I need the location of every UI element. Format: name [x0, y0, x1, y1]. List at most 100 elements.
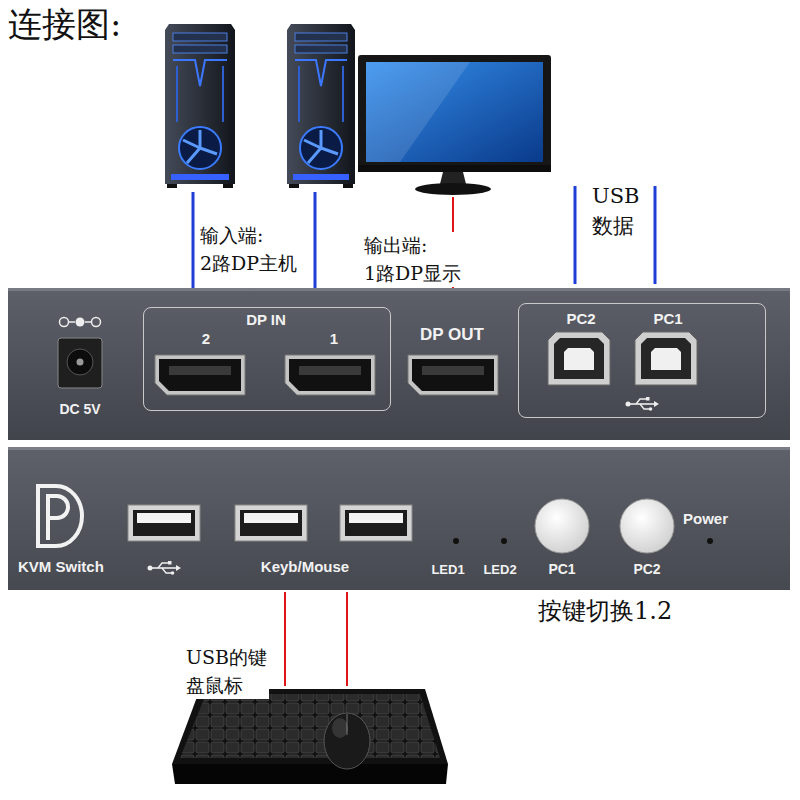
- monitor: [440, 172, 466, 184]
- push-button: [535, 499, 589, 553]
- dp-port: [155, 355, 245, 395]
- text-slot: 输出端: 1路DP显示: [362, 232, 463, 287]
- usb-symbol: [168, 561, 172, 565]
- usb-symbol: [152, 567, 176, 569]
- pc-tower: [167, 184, 177, 188]
- text-slot: PC1: [548, 560, 575, 578]
- usb-a-port: [128, 505, 200, 541]
- usb-a-port: [133, 510, 195, 536]
- back-panel: [8, 288, 790, 440]
- usb-symbol: [646, 397, 650, 401]
- pc-tower: [299, 66, 343, 122]
- dp-port: [299, 366, 361, 375]
- keyboard: [180, 694, 440, 758]
- front-panel: [8, 447, 790, 590]
- usb-symbol: [654, 401, 659, 407]
- monitor: [366, 62, 470, 162]
- text-slot: USB的键 盘鼠标: [184, 644, 269, 699]
- dp-logo: [38, 486, 82, 546]
- dc-jack: [69, 321, 91, 323]
- pc-tower: [295, 60, 347, 86]
- usb-b-port: [548, 332, 610, 385]
- pc-tower: [304, 130, 338, 163]
- pc-tower: [173, 60, 227, 86]
- callout-label: 按键切换1.2: [536, 594, 674, 629]
- dp-port: [422, 366, 484, 375]
- text-slot: DP OUT: [420, 325, 484, 345]
- usb-b-port: [548, 332, 610, 385]
- dc-jack: [76, 318, 85, 327]
- dp-port: [155, 355, 498, 395]
- wire: [346, 592, 348, 686]
- text-slot: 输入端: 2路DP主机: [198, 222, 299, 277]
- usb-b-port: [651, 348, 681, 370]
- usb-b-port: [554, 338, 604, 379]
- text-slot: 连接图:: [8, 4, 121, 45]
- dc-jack: [58, 318, 102, 389]
- text-slot: DC 5V: [59, 400, 100, 418]
- text-slot: LED1: [431, 560, 464, 578]
- monitor: [358, 55, 551, 195]
- text-slot: 2: [202, 330, 210, 348]
- pc-tower: [293, 174, 349, 180]
- text-slot: USB 数据: [590, 181, 642, 242]
- panel-label: PC2: [566, 310, 595, 328]
- pc-tower: [223, 184, 233, 188]
- port-group: PC2 PC1: [518, 303, 766, 418]
- usb-a-port: [128, 505, 200, 541]
- usb-symbol: [630, 403, 654, 405]
- dp-port: [155, 355, 245, 395]
- panel-label: PC2: [633, 561, 660, 578]
- wire: [284, 592, 286, 686]
- panel-label: DP IN: [246, 311, 286, 329]
- pc-tower: [295, 45, 347, 53]
- dc-jack: [58, 338, 102, 388]
- usb-b-port: [548, 332, 697, 385]
- pc-tower: [289, 184, 299, 188]
- pc-tower: [287, 24, 355, 188]
- usb-symbol: [649, 407, 653, 411]
- led: [501, 538, 507, 544]
- pc-tower: [177, 66, 223, 122]
- text-slot: Keyb/Mouse: [261, 558, 349, 576]
- push-button: [620, 499, 674, 553]
- pc-tower: [287, 24, 355, 184]
- dc-jack: [92, 318, 101, 327]
- panel-label: DP OUT: [420, 325, 484, 345]
- usb-a-port: [340, 505, 412, 541]
- text-slot: PC2: [566, 310, 595, 328]
- pc-tower: [343, 184, 353, 188]
- pc-tower: [173, 45, 227, 53]
- back-panel: [8, 288, 790, 291]
- text-slot: Power: [683, 510, 728, 528]
- callout-label: 输入端: 2路DP主机: [198, 222, 299, 277]
- mouse: [324, 713, 370, 769]
- usb-a-port: [128, 505, 412, 541]
- wire: [192, 192, 195, 292]
- panel-label: PC1: [653, 310, 682, 328]
- pc-tower: [179, 127, 221, 169]
- text-slot: PC1: [653, 310, 682, 328]
- callout-label: USB 数据: [590, 181, 642, 242]
- panel-label: Keyb/Mouse: [261, 558, 349, 576]
- monitor: [358, 55, 551, 172]
- dc-jack: [60, 318, 69, 327]
- pc-tower: [300, 127, 342, 169]
- usb-symbol: [148, 566, 153, 571]
- dp-port: [285, 355, 375, 395]
- keyboard: [172, 689, 448, 784]
- panel-label: Power: [683, 510, 728, 528]
- panel-label: LED1: [431, 562, 464, 578]
- text-slot: KVM Switch: [18, 558, 104, 576]
- port-group: DP IN21: [143, 307, 391, 411]
- keyboard: [172, 764, 448, 784]
- pc-tower: [295, 33, 347, 41]
- usb-a-port: [235, 505, 307, 541]
- usb-b-port: [635, 332, 697, 385]
- panel-label: LED2: [483, 562, 516, 578]
- dp-port: [408, 355, 498, 395]
- callout-label: 输出端: 1路DP显示: [362, 232, 463, 287]
